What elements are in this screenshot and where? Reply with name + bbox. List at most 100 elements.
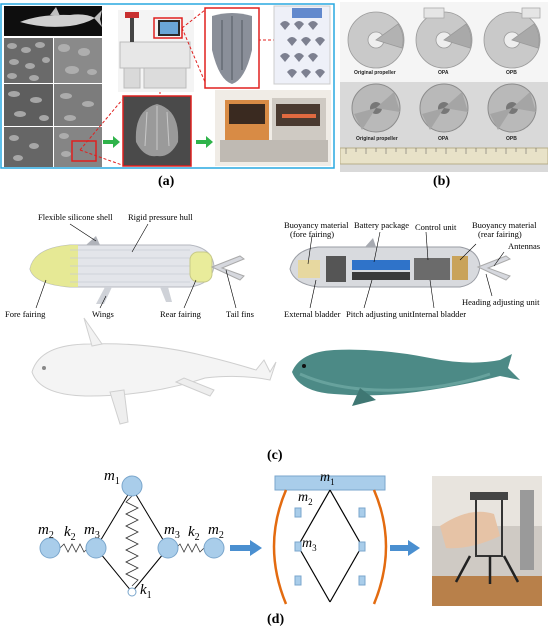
label-heading-unit: Heading adjusting unit — [462, 297, 540, 307]
m3-left-symbol: m — [84, 522, 95, 538]
label-mech-m3: m3 — [302, 536, 317, 553]
panel-label-b: (b) — [433, 174, 451, 189]
panel-label-d: (d) — [267, 612, 285, 627]
m3-right-subscript: 3 — [174, 530, 180, 541]
propeller-render-opa — [415, 7, 473, 69]
k1-symbol: k — [140, 582, 147, 598]
caption-opb-render: OPB — [506, 70, 517, 76]
m3-right-symbol: m — [164, 522, 175, 538]
mech-m1-subscript: 1 — [330, 476, 335, 487]
propeller-photo-opa — [419, 83, 469, 133]
label-external-bladder: External bladder — [284, 309, 341, 319]
spring-mass-model — [39, 475, 225, 597]
caption-opa-photo: OPA — [438, 136, 449, 142]
caption-original-render: Original propeller — [354, 70, 396, 76]
green-arrow-2 — [196, 136, 213, 148]
shark-body — [20, 14, 95, 27]
propeller-render-original — [347, 11, 405, 69]
spring-k2-right — [175, 543, 205, 553]
mech-m2-subscript: 2 — [308, 496, 313, 507]
mass-m3-left-node — [85, 537, 107, 559]
label-wings: Wings — [92, 309, 114, 319]
label-m2-left: m2 — [38, 522, 54, 541]
shark-tail — [94, 10, 102, 27]
m2-right-subscript: 2 — [218, 530, 224, 541]
mass-m1-node — [121, 475, 143, 497]
printer-machine — [118, 10, 194, 92]
blue-arrow-2 — [390, 540, 420, 556]
m2-right-symbol: m — [208, 522, 219, 538]
panel-d: m1 m2 k2 m3 m3 k2 m2 k1 m1 m2 m3 — [0, 466, 550, 611]
panel-c-figure — [29, 223, 520, 425]
label-buoyancy-rear-2: (rear fairing) — [478, 229, 522, 239]
label-internal-bladder: Internal bladder — [412, 309, 467, 319]
mass-m3-right-node — [157, 537, 179, 559]
k2-left-subscript: 2 — [70, 532, 76, 543]
arc-left — [272, 489, 288, 605]
label-control-unit: Control unit — [415, 222, 457, 232]
mechanism-diagram — [272, 475, 388, 605]
m2-left-subscript: 2 — [48, 530, 54, 541]
robot-exterior — [29, 236, 246, 304]
robot-interior — [289, 238, 512, 288]
caption-original-photo: Original propeller — [356, 136, 398, 142]
k2-left-symbol: k — [64, 524, 71, 540]
panel-a — [0, 0, 336, 172]
propeller-photo-opb — [487, 83, 537, 133]
spring-k1 — [125, 495, 139, 587]
seal-robot-render — [31, 317, 277, 425]
label-buoyancy-fore-1: Buoyancy material — [284, 220, 349, 230]
caption-opa-render: OPA — [438, 70, 449, 76]
sem-grid — [4, 38, 102, 167]
k2-right-subscript: 2 — [194, 532, 200, 543]
green-arrow-1 — [103, 136, 120, 148]
sem-highlight-box — [71, 140, 97, 162]
label-m1-node: m1 — [104, 468, 120, 487]
mass-m2-left-node — [39, 537, 61, 559]
label-k2-left: k2 — [64, 524, 76, 543]
panel-b-figure — [339, 7, 549, 172]
panel-b: Original propeller OPA OPB Original prop… — [339, 2, 549, 172]
seal-photo — [292, 349, 520, 406]
k2-right-symbol: k — [188, 524, 195, 540]
label-m2-right: m2 — [208, 522, 224, 541]
k1-subscript: 1 — [146, 590, 152, 601]
label-antennas: Antennas — [508, 241, 541, 251]
mech-m1-symbol: m — [320, 470, 331, 485]
propeller-photo-original — [351, 83, 401, 133]
label-buoyancy-fore-2: (fore fairing) — [290, 229, 335, 239]
label-mech-m2: m2 — [298, 490, 313, 507]
label-pitch-unit: Pitch adjusting unit — [346, 309, 413, 319]
panel-label-c: (c) — [267, 448, 283, 463]
m1-subscript: 1 — [114, 476, 120, 487]
label-m3-left: m3 — [84, 522, 100, 541]
label-fore-fairing: Fore fairing — [5, 309, 46, 319]
panel-c: Flexible silicone shell Rigid pressure h… — [0, 196, 550, 446]
shark-fin — [50, 7, 60, 16]
mech-m3-subscript: 3 — [312, 542, 317, 553]
label-k1: k1 — [140, 582, 152, 601]
label-buoyancy-rear-1: Buoyancy material — [472, 220, 537, 230]
arc-right — [372, 489, 388, 605]
label-m3-right: m3 — [164, 522, 180, 541]
spring-k2-left — [59, 543, 89, 553]
mech-m2-symbol: m — [298, 490, 309, 505]
label-rigid-hull: Rigid pressure hull — [128, 212, 193, 222]
blue-arrow-1 — [230, 540, 262, 556]
prototype-photo — [432, 476, 542, 606]
panel-label-a: (a) — [158, 174, 175, 189]
panel-d-figure — [39, 475, 542, 606]
label-rear-fairing: Rear fairing — [160, 309, 201, 319]
panel-a-frame — [0, 3, 335, 169]
caption-opb-photo: OPB — [506, 136, 517, 142]
label-battery-package: Battery package — [354, 220, 409, 230]
mass-m2-right-node — [203, 537, 225, 559]
label-k2-right: k2 — [188, 524, 200, 543]
m2-left-symbol: m — [38, 522, 49, 538]
mech-m3-symbol: m — [302, 536, 313, 551]
propeller-render-opb — [483, 7, 541, 69]
m1-symbol: m — [104, 468, 115, 484]
label-mech-m1: m1 — [320, 470, 335, 487]
ruler — [339, 147, 549, 165]
label-tail-fins: Tail fins — [226, 309, 254, 319]
